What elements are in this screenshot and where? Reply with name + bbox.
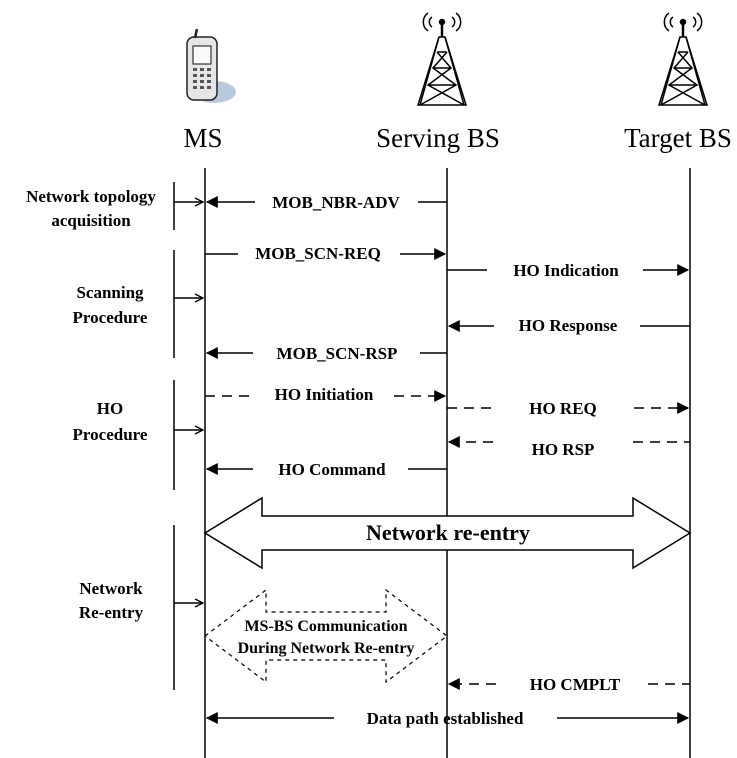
- message-ho-response: HO Response: [447, 316, 690, 335]
- phase-label-ho-line2: Procedure: [73, 425, 148, 444]
- message-label-ho-indication: HO Indication: [513, 261, 619, 280]
- message-mob-scn-rsp: MOB_SCN-RSP: [205, 344, 447, 363]
- entity-label-ms: MS: [183, 123, 222, 153]
- message-ho-command: HO Command: [205, 460, 447, 479]
- message-mob-scn-req: MOB_SCN-REQ: [205, 244, 447, 263]
- message-label-ho-req: HO REQ: [529, 399, 597, 418]
- data-path-established: Data path established: [205, 709, 690, 728]
- phase-label-reentry-line2: Re-entry: [79, 603, 144, 622]
- entity-label-serving-bs: Serving BS: [376, 123, 500, 153]
- phase-label-topology-line2: acquisition: [51, 211, 131, 230]
- data-path-label: Data path established: [367, 709, 524, 728]
- message-label-ho-initiation: HO Initiation: [275, 385, 374, 404]
- message-ho-req: HO REQ: [447, 399, 690, 418]
- ms-bs-communication-label-line2: During Network Re-entry: [238, 640, 415, 657]
- message-label-ho-response: HO Response: [519, 316, 618, 335]
- phase-label-scanning-line2: Procedure: [73, 308, 148, 327]
- phase-label-topology-line1: Network topology: [26, 187, 156, 206]
- serving-bs-tower-icon: [416, 12, 468, 106]
- message-label-ho-command: HO Command: [278, 460, 386, 479]
- target-bs-tower-icon: [657, 12, 709, 106]
- message-ho-indication: HO Indication: [447, 261, 690, 280]
- phase-bracket-topology: [173, 182, 203, 230]
- mobile-phone-icon: [186, 28, 236, 103]
- phase-bracket-scanning: [173, 250, 203, 358]
- ms-bs-communication-label-line1: MS-BS Communication: [244, 618, 407, 635]
- message-label-mob-scn-req: MOB_SCN-REQ: [255, 244, 381, 263]
- message-ho-cmplt: HO CMPLT: [447, 675, 690, 694]
- message-label-mob-nbr-adv: MOB_NBR-ADV: [272, 193, 400, 212]
- phase-bracket-ho: [173, 380, 203, 490]
- message-mob-nbr-adv: MOB_NBR-ADV: [205, 193, 447, 212]
- ms-bs-communication-arrow: MS-BS Communication During Network Re-en…: [204, 588, 448, 684]
- phase-label-ho-line1: HO: [97, 399, 123, 418]
- message-label-ho-rsp: HO RSP: [532, 440, 595, 459]
- network-reentry-arrow: Network re-entry: [203, 496, 692, 570]
- phase-bracket-reentry: [173, 525, 203, 690]
- network-reentry-label: Network re-entry: [366, 520, 530, 545]
- phase-label-reentry-line1: Network: [79, 579, 143, 598]
- message-ho-initiation: HO Initiation: [205, 385, 447, 404]
- message-ho-rsp: HO RSP: [447, 436, 690, 459]
- phase-label-scanning-line1: Scanning: [76, 283, 144, 302]
- message-label-mob-scn-rsp: MOB_SCN-RSP: [277, 344, 398, 363]
- entity-label-target-bs: Target BS: [624, 123, 732, 153]
- message-label-ho-cmplt: HO CMPLT: [530, 675, 621, 694]
